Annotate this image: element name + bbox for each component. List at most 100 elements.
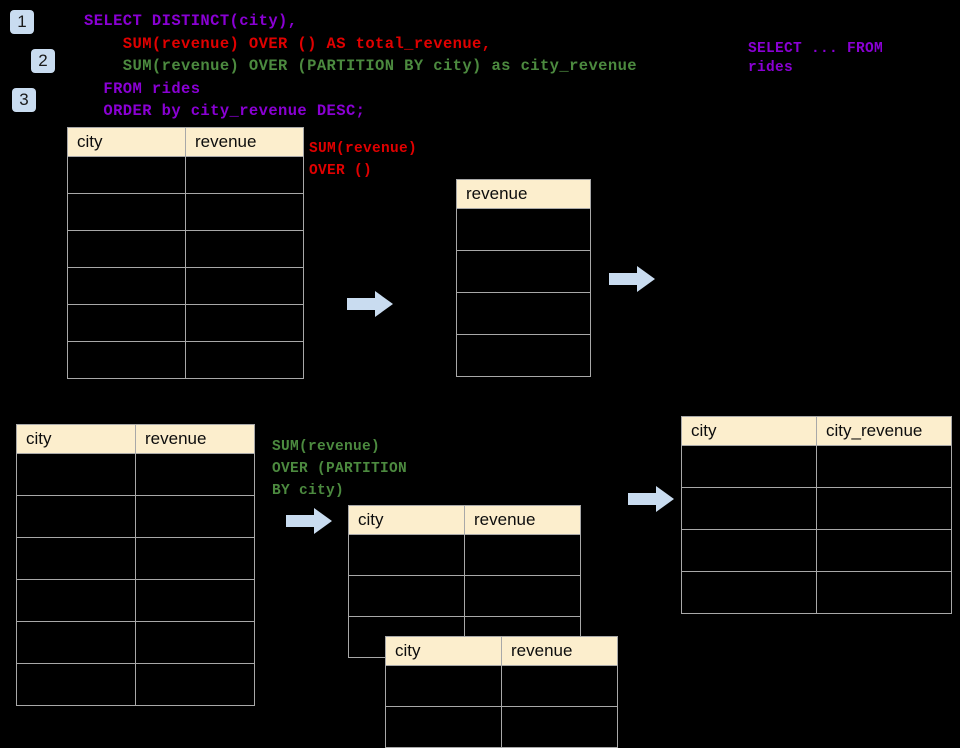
side-note-line-1: SELECT ... FROM: [748, 41, 884, 57]
table-body: [348, 534, 581, 658]
table-row: [16, 453, 255, 496]
table-cell: [67, 230, 186, 268]
arrow-partition-to-result-icon: [628, 486, 674, 512]
table-row: [681, 571, 952, 614]
column-header-city: city: [681, 416, 817, 446]
table-header-row: city revenue: [67, 127, 304, 157]
table-row: [681, 529, 952, 572]
table-cell: [135, 495, 255, 538]
table-row: [16, 495, 255, 538]
table-cell: [501, 706, 618, 748]
table-cell: [67, 267, 186, 305]
table-row: [456, 292, 591, 335]
table-cell: [456, 208, 591, 251]
column-header-city: city: [16, 424, 136, 454]
table-source-bottom: city revenue: [16, 424, 255, 706]
step-badge-3: 3: [12, 88, 36, 112]
sql-line-order-by: ORDER by city_revenue DESC;: [84, 102, 366, 120]
table-cell: [67, 156, 186, 194]
table-cell: [681, 487, 817, 530]
table-row: [681, 445, 952, 488]
table-cell: [385, 706, 502, 748]
table-cell: [185, 341, 304, 379]
table-cell: [185, 193, 304, 231]
step-badge-1: 1: [10, 10, 34, 34]
column-header-city: city: [385, 636, 502, 666]
table-header-row: city city_revenue: [681, 416, 952, 446]
column-header-revenue: revenue: [135, 424, 255, 454]
table-cell: [456, 292, 591, 335]
table-row: [67, 267, 304, 305]
table-row: [456, 334, 591, 377]
table-cell: [16, 537, 136, 580]
column-header-city: city: [67, 127, 186, 157]
table-cell: [135, 537, 255, 580]
annotation-total-revenue-line-2: OVER (): [309, 163, 373, 179]
column-header-city-revenue: city_revenue: [816, 416, 952, 446]
table-cell: [456, 334, 591, 377]
table-row: [385, 665, 618, 707]
sql-line-select: SELECT DISTINCT(city),: [84, 12, 298, 30]
table-cell: [348, 534, 465, 576]
table-cell: [816, 445, 952, 488]
table-row: [681, 487, 952, 530]
table-cell: [16, 579, 136, 622]
table-row: [348, 575, 581, 617]
table-cell: [185, 267, 304, 305]
table-row: [16, 537, 255, 580]
table-cell: [135, 621, 255, 664]
side-note-line-2: rides: [748, 60, 794, 76]
table-cell: [67, 193, 186, 231]
table-cell: [135, 453, 255, 496]
table-partition-a: city revenue: [348, 505, 581, 658]
table-row: [67, 304, 304, 342]
table-cell: [348, 575, 465, 617]
table-cell: [681, 529, 817, 572]
table-cell: [16, 621, 136, 664]
annotation-city-revenue-line-1: SUM(revenue): [272, 439, 381, 455]
slide-canvas: 1 2 3 SELECT DISTINCT(city), SUM(revenue…: [10, 10, 952, 748]
table-cell: [16, 663, 136, 706]
sql-line-from: FROM rides: [84, 80, 201, 98]
sql-line-total-revenue: SUM(revenue) OVER () AS total_revenue,: [84, 35, 492, 53]
table-cell: [16, 495, 136, 538]
table-body: [681, 445, 952, 614]
column-header-revenue: revenue: [185, 127, 304, 157]
column-header-revenue: revenue: [464, 505, 581, 535]
table-source-top: city revenue: [67, 127, 304, 379]
table-row: [67, 156, 304, 194]
annotation-city-revenue-line-2: OVER (PARTITION: [272, 461, 408, 477]
table-result: city city_revenue: [681, 416, 952, 614]
table-body: [385, 665, 618, 748]
table-cell: [185, 230, 304, 268]
table-cell: [501, 665, 618, 707]
table-cell: [464, 534, 581, 576]
table-body: [456, 208, 591, 377]
table-header-row: city revenue: [16, 424, 255, 454]
table-row: [67, 341, 304, 379]
column-header-revenue: revenue: [501, 636, 618, 666]
table-cell: [456, 250, 591, 293]
table-cell: [816, 529, 952, 572]
table-header-row: city revenue: [348, 505, 581, 535]
table-cell: [135, 579, 255, 622]
table-cell: [385, 665, 502, 707]
table-cell: [681, 571, 817, 614]
table-row: [16, 663, 255, 706]
annotation-city-revenue-line-3: BY city): [272, 483, 345, 499]
table-row: [67, 230, 304, 268]
table-row: [456, 250, 591, 293]
table-row: [385, 706, 618, 748]
annotation-total-revenue-line-1: SUM(revenue): [309, 141, 418, 157]
sql-line-city-revenue: SUM(revenue) OVER (PARTITION BY city) as…: [84, 57, 637, 75]
table-cell: [816, 571, 952, 614]
table-row: [348, 534, 581, 576]
arrow-total-to-result-icon: [609, 266, 655, 292]
table-cell: [185, 156, 304, 194]
table-total-revenue: revenue: [456, 179, 591, 377]
table-cell: [67, 304, 186, 342]
table-cell: [816, 487, 952, 530]
table-cell: [135, 663, 255, 706]
table-body: [16, 453, 255, 706]
table-header-row: city revenue: [385, 636, 618, 666]
